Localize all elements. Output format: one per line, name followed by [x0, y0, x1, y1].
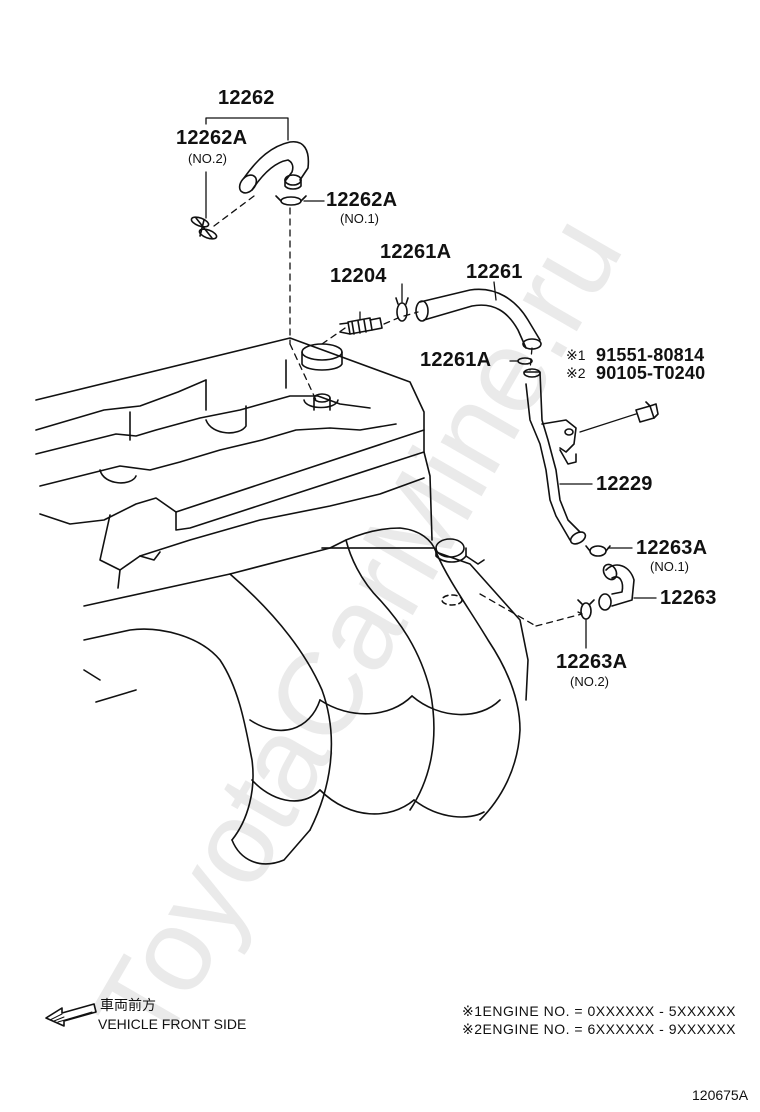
hose-12261: [415, 288, 542, 350]
bolt: [635, 401, 659, 423]
clip-12262a-no2: [190, 216, 218, 240]
engine-note-1-mark: ※1: [462, 1003, 483, 1019]
callout-12261a-mid: 12261A: [420, 349, 492, 371]
callout-12262a-no2-sub: (NO.2): [188, 151, 227, 166]
engine-note-2-text: ENGINE NO. = 6XXXXXX - 9XXXXXX: [482, 1021, 737, 1037]
callout-12263a-no1: 12263A: [636, 537, 708, 559]
callout-12229: 12229: [596, 473, 653, 495]
callout-12261a-top: 12261A: [380, 241, 452, 263]
engine-note-1-text: ENGINE NO. = 0XXXXXX - 5XXXXXX: [482, 1003, 737, 1019]
callout-90105-t0240: 90105-T0240: [596, 363, 706, 383]
clip-12261a-mid: [517, 357, 533, 365]
bolt2-mark: ※2: [566, 365, 586, 381]
callout-12262a-no1-sub: (NO.1): [340, 211, 379, 226]
pipe-12229: [523, 368, 587, 545]
pcv-valve-12204: [339, 317, 383, 335]
bolt1-mark: ※1: [566, 347, 586, 363]
engine-note-2-mark: ※2: [462, 1021, 483, 1037]
intake-manifold: [83, 527, 529, 865]
callout-12261: 12261: [466, 261, 523, 283]
vehicle-front-arrow: [45, 1003, 97, 1027]
engine-note-2: ※2ENGINE NO. = 6XXXXXX - 9XXXXXX: [462, 1022, 736, 1036]
clip-12262a-no1: [275, 195, 307, 206]
clip-12261a-top: [395, 297, 409, 322]
callout-12263a-no2-sub: (NO.2): [570, 674, 609, 689]
vehicle-front-en: VEHICLE FRONT SIDE: [98, 1016, 247, 1032]
cylinder-head-cover: [35, 337, 425, 531]
clip-12263a-no1: [585, 545, 611, 557]
hose-12263: [598, 563, 635, 611]
engine-note-1: ※1ENGINE NO. = 0XXXXXX - 5XXXXXX: [462, 1004, 736, 1018]
callout-12262: 12262: [218, 87, 275, 109]
diagram-id: 120675A: [692, 1087, 749, 1103]
callout-12204: 12204: [330, 265, 387, 287]
leader-lines: [205, 117, 657, 649]
hose-12262: [238, 141, 310, 194]
dashed-lines: [213, 195, 583, 627]
callout-12263: 12263: [660, 587, 717, 609]
callout-12263a-no2: 12263A: [556, 651, 628, 673]
callout-91551-80814: 91551-80814: [596, 345, 705, 365]
vehicle-front-jp: 車両前方: [100, 997, 156, 1013]
cylinder-head: [99, 451, 433, 589]
callout-12262a-no2: 12262A: [176, 127, 248, 149]
callout-12263a-no1-sub: (NO.1): [650, 559, 689, 574]
clip-12263a-no2: [577, 599, 595, 620]
callout-12262a-no1: 12262A: [326, 189, 398, 211]
